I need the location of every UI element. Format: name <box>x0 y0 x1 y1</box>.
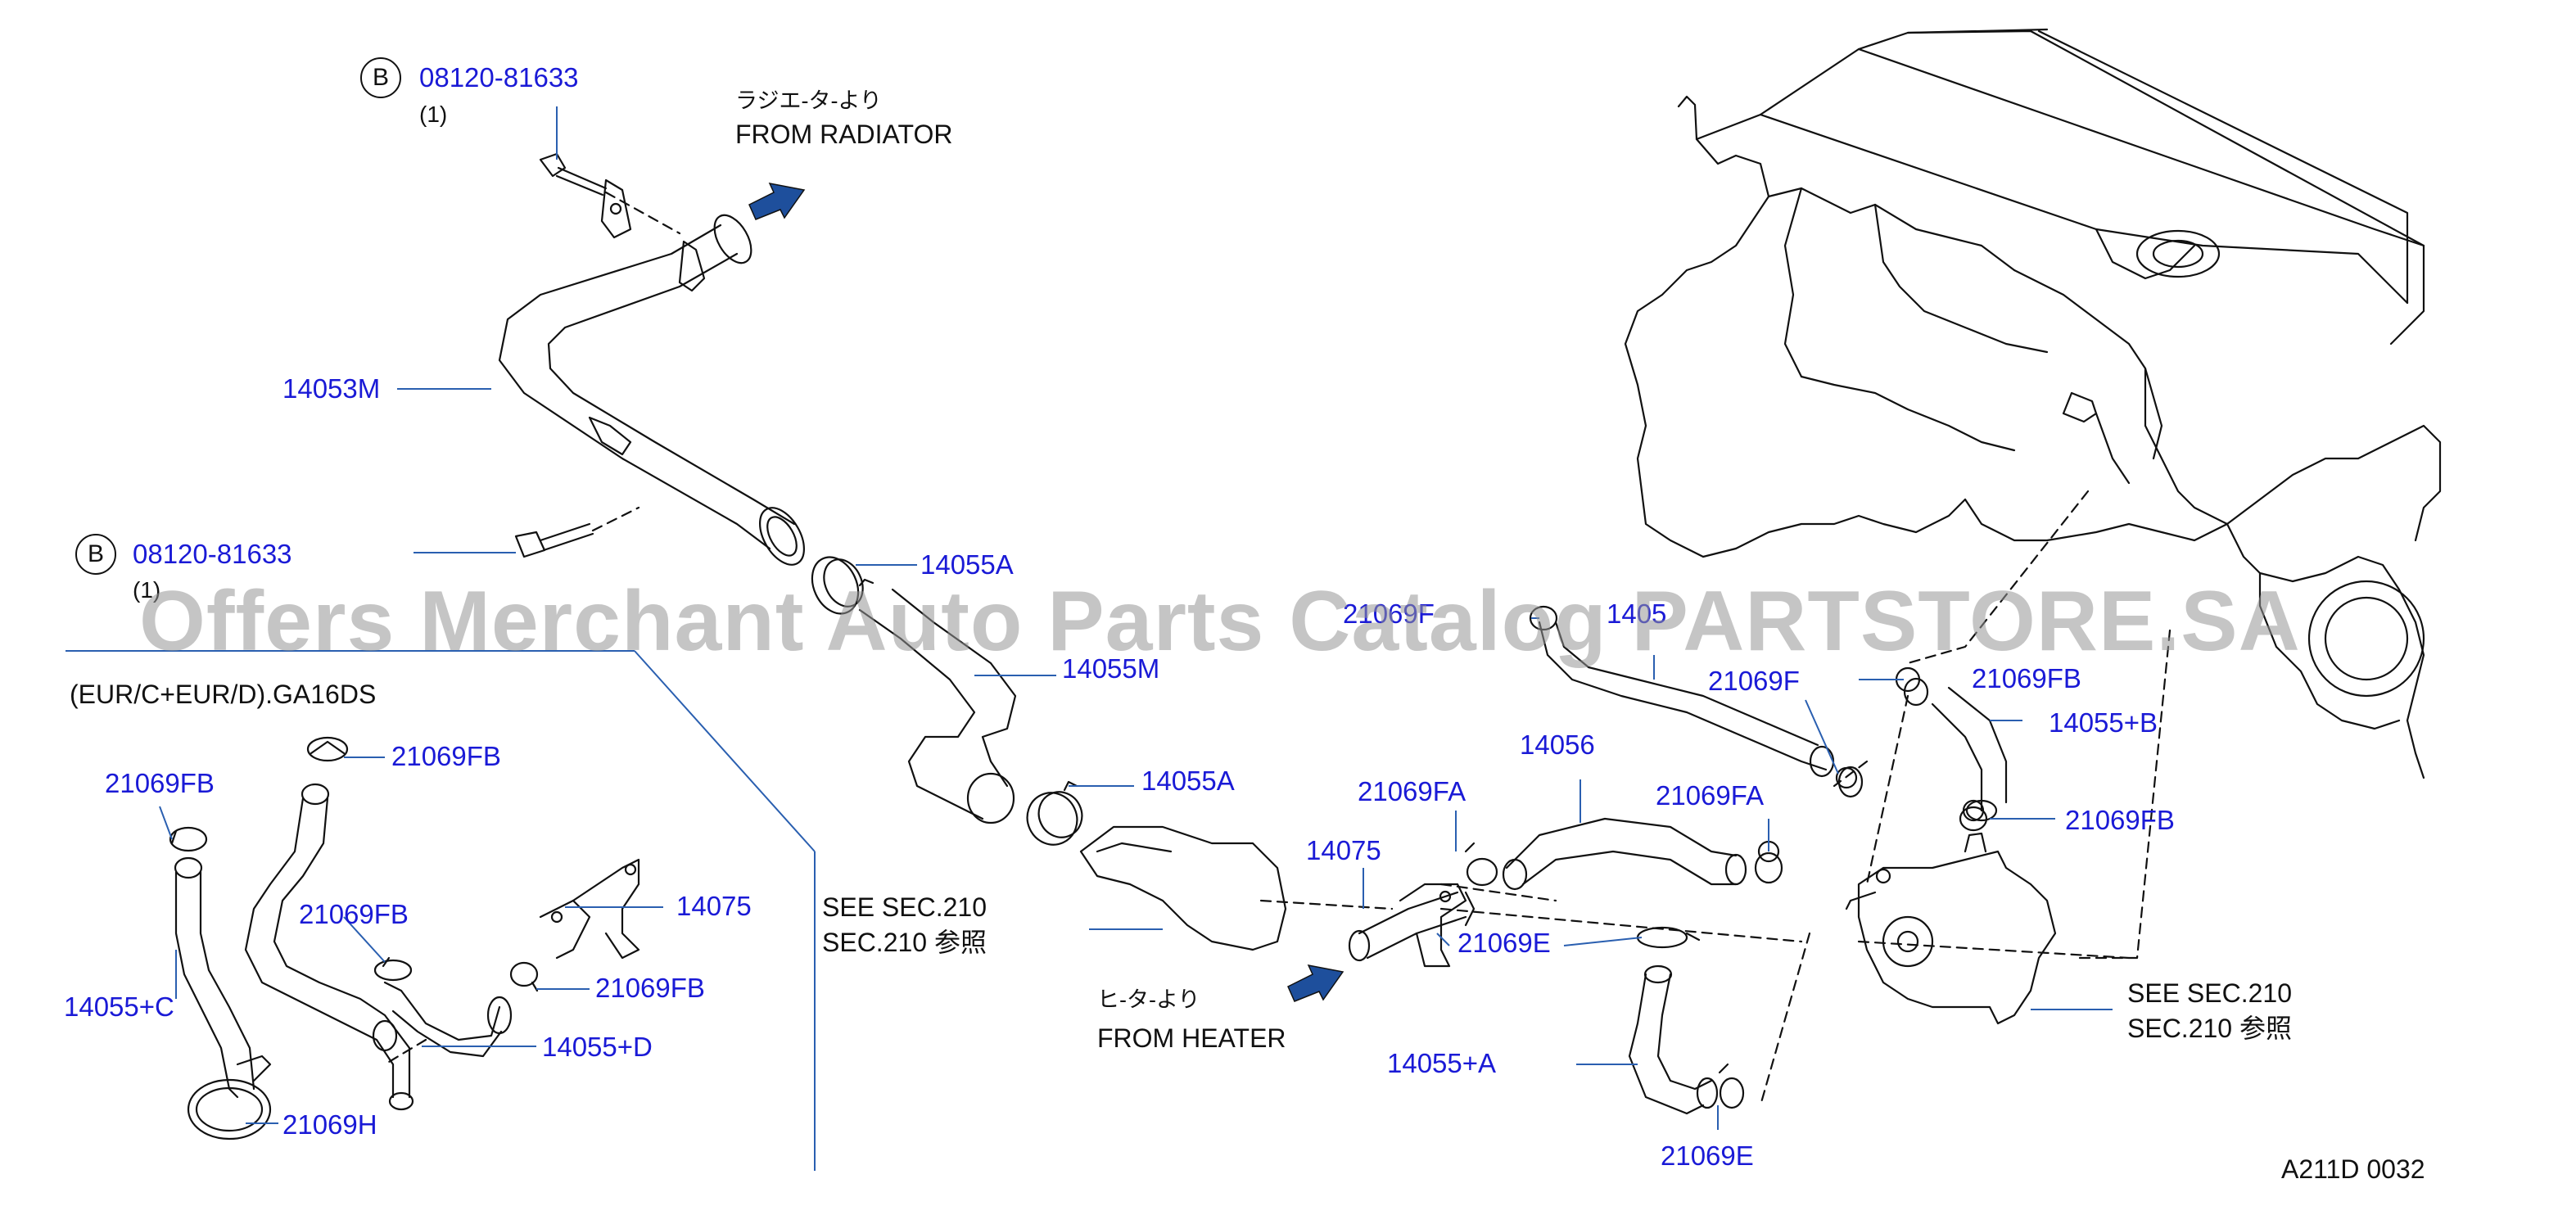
engine-block-drawing <box>1624 28 2442 779</box>
hose-14055B-drawing <box>1903 677 2008 832</box>
inset-part-21069FB-3[interactable]: 21069FB <box>299 899 409 929</box>
part-14055A-1[interactable]: 14055A <box>920 549 1014 580</box>
inset-part-21069FB-4[interactable]: 21069FB <box>595 973 705 1003</box>
part-08120-81633-mid[interactable]: 08120-81633 <box>133 539 292 569</box>
part-14055A-plus[interactable]: 14055+A <box>1387 1048 1497 1078</box>
bolt-top-drawing <box>539 152 608 196</box>
bolt-callout-b-top: B <box>360 57 401 98</box>
part-21069F[interactable]: 21069F <box>1708 666 1800 696</box>
bolt-callout-b-mid: B <box>75 534 116 575</box>
part-14055A-2[interactable]: 14055A <box>1141 766 1235 796</box>
from-radiator-jp: ラジエ-タ-より <box>735 88 882 113</box>
inset-part-14075[interactable]: 14075 <box>676 891 752 921</box>
part-21069FA-2[interactable]: 21069FA <box>1656 780 1765 811</box>
bolt-mid-drawing <box>514 522 594 558</box>
heater-pipe-drawing <box>1079 825 1287 951</box>
watermark: Offers Merchant Auto Parts Catalog PARTS… <box>139 574 2301 669</box>
inset-part-21069FB-2[interactable]: 21069FB <box>105 768 215 798</box>
inset-part-14055D[interactable]: 14055+D <box>542 1032 653 1062</box>
from-radiator-en: FROM RADIATOR <box>735 120 953 149</box>
part-14055B[interactable]: 14055+B <box>2049 707 2158 738</box>
part-21069FA-1[interactable]: 21069FA <box>1358 776 1467 806</box>
see-sec-210-left-b: SEC.210 参照 <box>822 928 987 957</box>
part-14056[interactable]: 14056 <box>1520 729 1595 760</box>
hose-14056-drawing <box>1464 817 1783 891</box>
leader-lines <box>66 106 2113 1171</box>
see-sec-210-right-a: SEE SEC.210 <box>2127 978 2292 1008</box>
part-1405x[interactable]: 1405 <box>1607 598 1667 629</box>
part-21069FB-right-1[interactable]: 21069FB <box>1972 663 2081 693</box>
from-heater-jp: ヒ-タ-より <box>1097 987 1200 1012</box>
inset-hose-drawing <box>169 736 640 1140</box>
from-heater-en: FROM HEATER <box>1097 1023 1286 1053</box>
pipe-14075-center-drawing <box>1348 883 1476 968</box>
inset-part-14055C[interactable]: 14055+C <box>64 991 174 1022</box>
clamp-14055A-2-drawing <box>1026 780 1083 846</box>
water-outlet-housing-drawing <box>1845 832 2057 1025</box>
from-radiator-arrow <box>748 182 806 220</box>
hose-14055A-plus-drawing <box>1628 926 1745 1115</box>
variant-label: (EUR/C+EUR/D).GA16DS <box>70 680 377 709</box>
part-21069E-1[interactable]: 21069E <box>1457 928 1551 958</box>
part-21069FB-right-2[interactable]: 21069FB <box>2065 805 2175 835</box>
qty-top: (1) <box>419 102 448 127</box>
flow-arrows <box>748 182 1344 1002</box>
qty-mid: (1) <box>133 577 161 603</box>
part-14055M[interactable]: 14055M <box>1062 653 1160 684</box>
part-21069E-2[interactable]: 21069E <box>1661 1140 1754 1171</box>
hose-1405x-drawing <box>1529 605 1864 798</box>
diagram-code: A211D 0032 <box>2281 1154 2425 1184</box>
see-sec-210-left-a: SEE SEC.210 <box>822 892 987 922</box>
water-pipe-14053M-drawing <box>498 178 806 566</box>
part-21069F-top[interactable]: 21069F <box>1343 598 1435 629</box>
inset-part-21069H[interactable]: 21069H <box>282 1109 377 1140</box>
hose-14055M-drawing <box>811 556 1017 824</box>
inset-part-21069FB-1[interactable]: 21069FB <box>391 741 501 771</box>
part-08120-81633-top[interactable]: 08120-81633 <box>419 62 579 93</box>
part-14053M[interactable]: 14053M <box>282 373 381 404</box>
from-heater-arrow <box>1287 964 1344 1002</box>
part-14075-center[interactable]: 14075 <box>1306 835 1381 865</box>
see-sec-210-right-b: SEC.210 参照 <box>2127 1014 2292 1043</box>
